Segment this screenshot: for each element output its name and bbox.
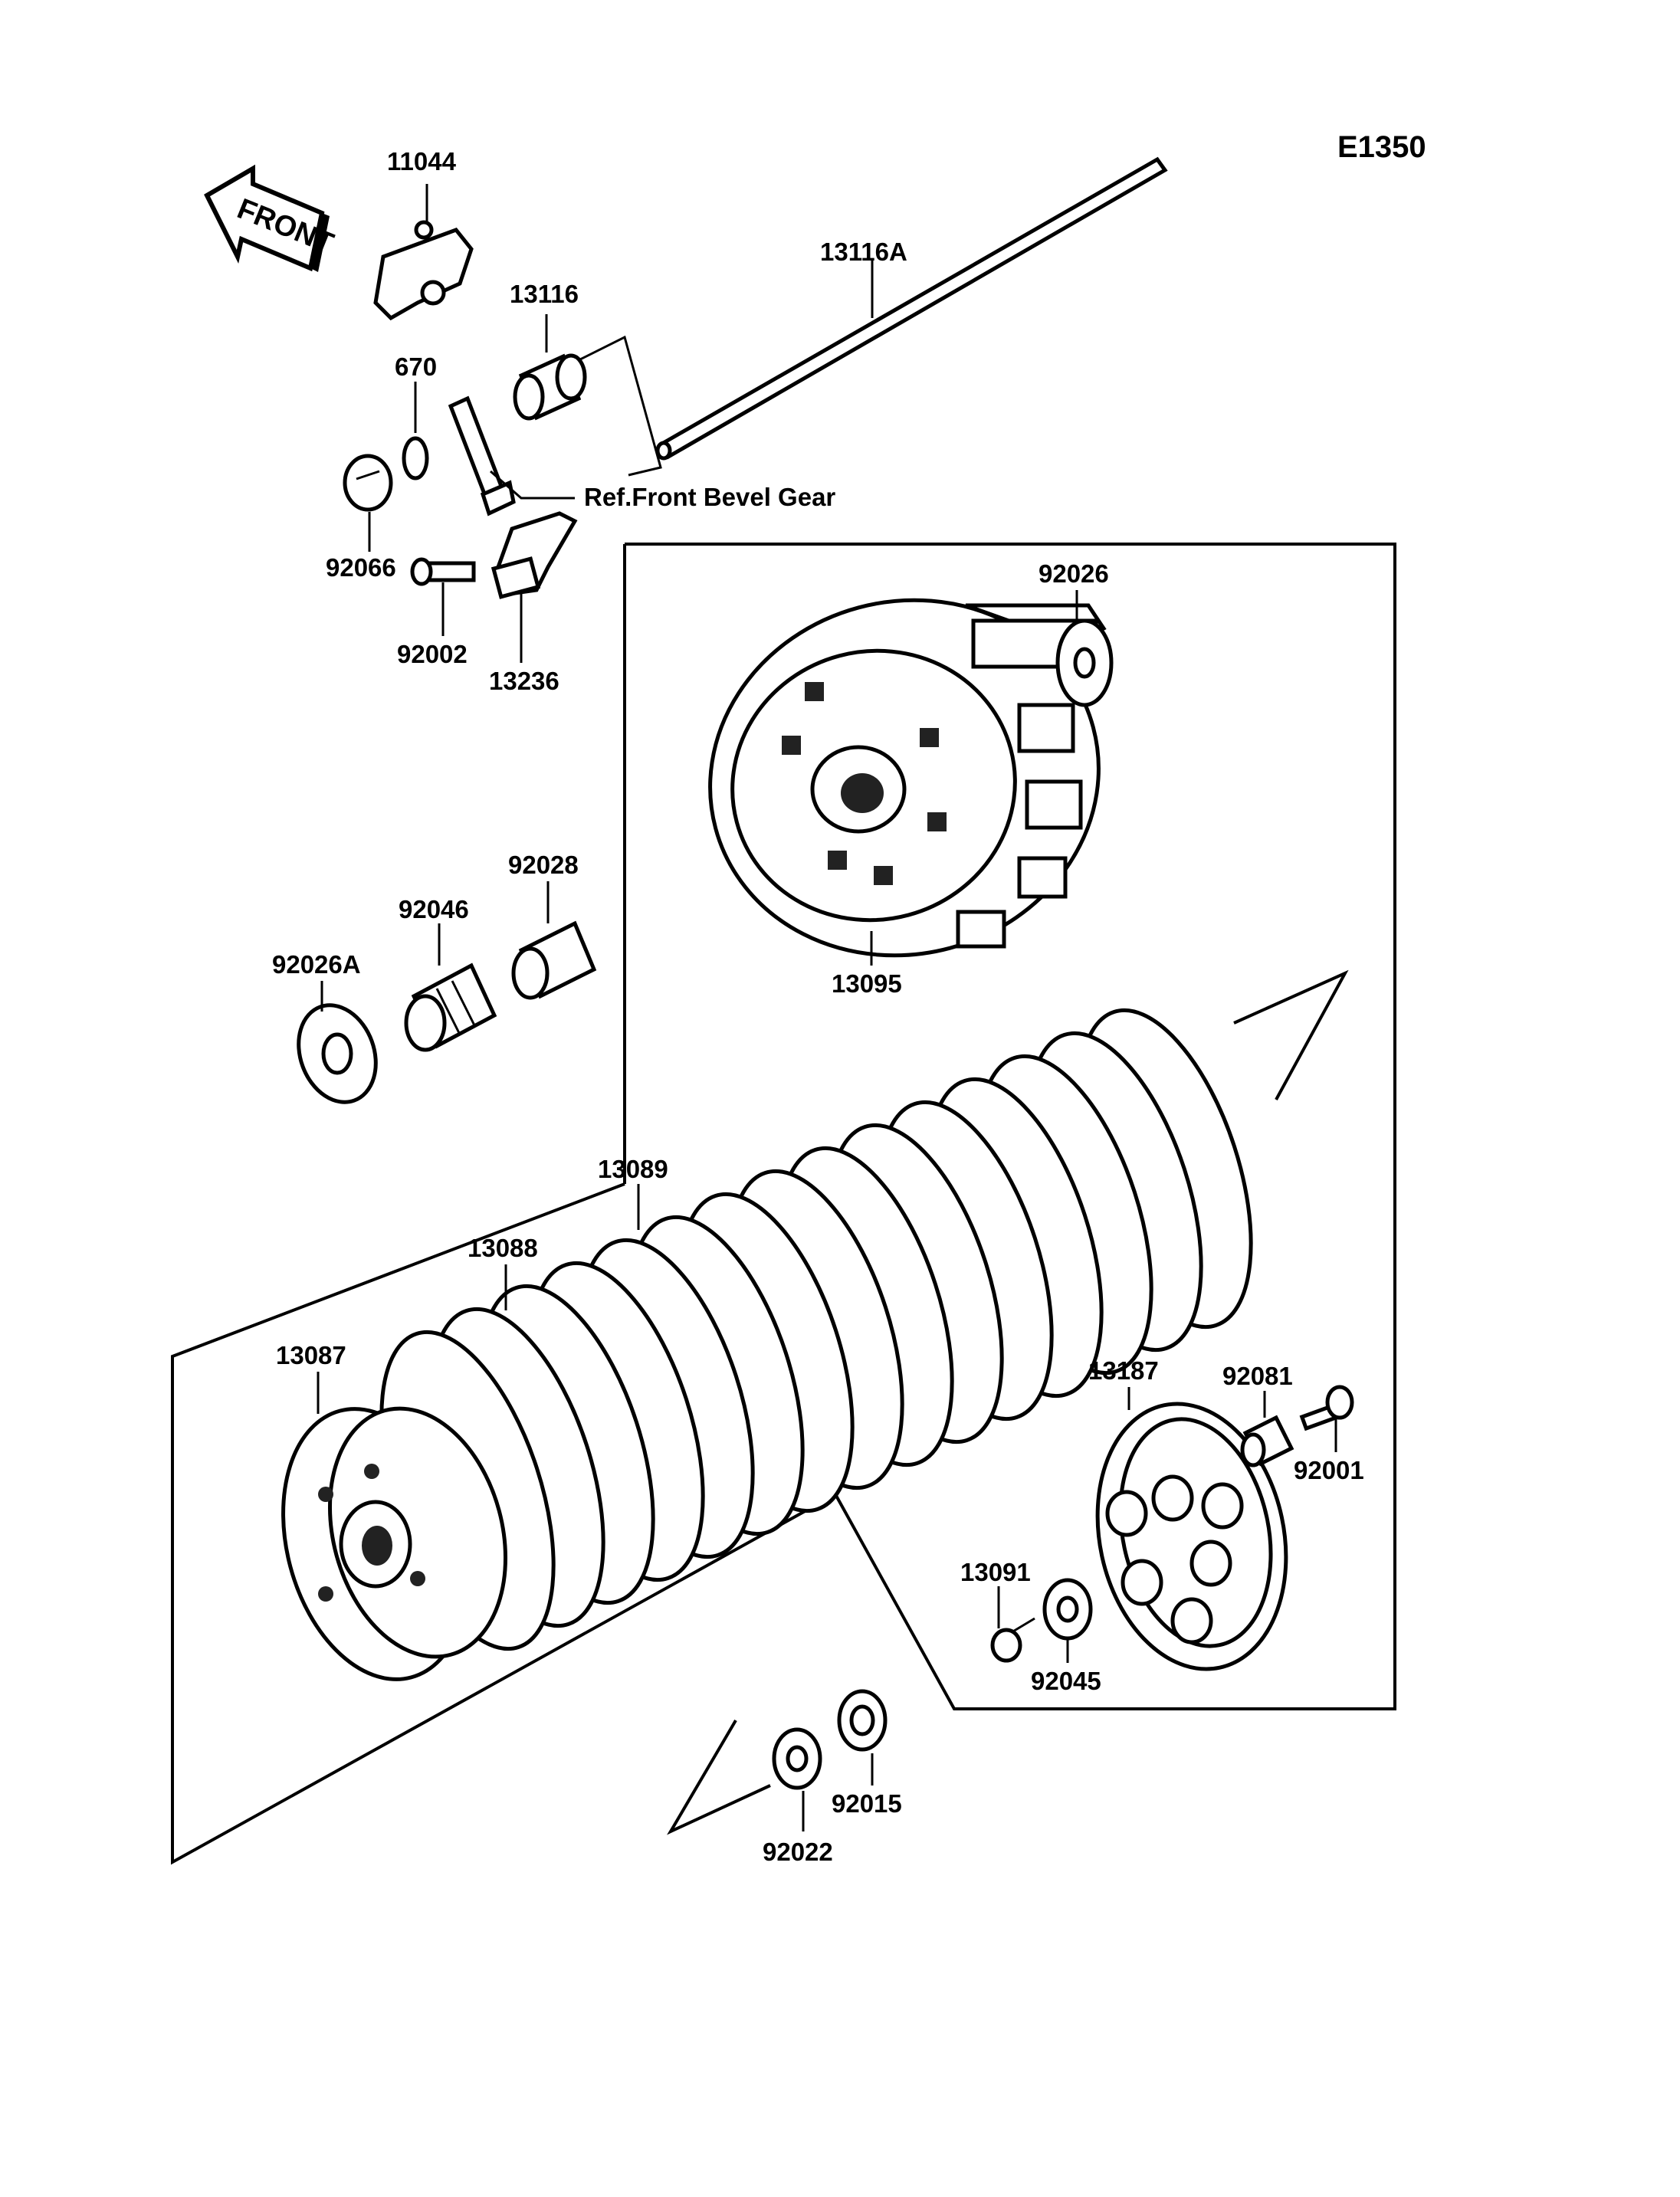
clutch-plate-stack — [379, 1008, 1253, 1651]
part-92001 — [1299, 1385, 1354, 1431]
part-92026A — [297, 1003, 378, 1104]
part-670 — [402, 436, 429, 480]
part-13236 — [491, 511, 578, 599]
part-13087 — [281, 1406, 508, 1681]
part-13187 — [1095, 1402, 1288, 1671]
part-13116 — [513, 353, 587, 421]
page-code: E1350 — [1337, 130, 1426, 164]
label-13116: 13116 — [510, 280, 579, 308]
label-92028: 92028 — [508, 851, 579, 879]
label-11044: 11044 — [387, 147, 457, 175]
label-13095: 13095 — [832, 969, 902, 998]
break-mark-lower — [667, 1719, 771, 1835]
part-92002 — [410, 557, 476, 586]
leader-ref-bevel — [490, 470, 575, 500]
label-92022: 92022 — [763, 1838, 833, 1866]
label-92066: 92066 — [326, 553, 396, 582]
break-mark-upper — [1233, 969, 1349, 1100]
part-92028 — [511, 920, 597, 1000]
part-11044 — [373, 220, 474, 321]
label-13091: 13091 — [960, 1558, 1031, 1586]
part-13091 — [990, 1617, 1035, 1663]
label-92002: 92002 — [397, 640, 468, 668]
part-92046 — [404, 962, 497, 1052]
label-92026A: 92026A — [272, 950, 361, 979]
label-92045: 92045 — [1031, 1667, 1101, 1695]
part-92026 — [1055, 618, 1114, 707]
label-92001: 92001 — [1294, 1456, 1364, 1484]
part-92066 — [343, 454, 393, 512]
part-92045 — [1042, 1578, 1093, 1641]
part-92081 — [1240, 1415, 1294, 1467]
front-arrow-icon: FRONT — [204, 164, 338, 272]
part-13116A — [655, 156, 1168, 461]
label-92026: 92026 — [1039, 559, 1109, 588]
label-92046: 92046 — [399, 895, 469, 923]
label-13116A: 13116A — [820, 238, 907, 266]
part-92015 — [837, 1689, 888, 1752]
leader-13116-shaft — [578, 335, 662, 477]
box-upper — [625, 543, 1396, 1226]
label-ref-front-bevel-gear: Ref.Front Bevel Gear — [584, 483, 835, 511]
part-92022 — [772, 1727, 822, 1790]
part-13095 — [708, 598, 1107, 958]
label-92015: 92015 — [832, 1789, 902, 1818]
label-13089: 13089 — [598, 1155, 668, 1183]
label-92081: 92081 — [1222, 1362, 1293, 1390]
label-13088: 13088 — [468, 1234, 538, 1262]
label-13236: 13236 — [489, 667, 559, 695]
part-bevel-shaft — [448, 395, 516, 516]
label-13187: 13187 — [1088, 1356, 1159, 1385]
label-670: 670 — [395, 353, 437, 381]
label-13087: 13087 — [276, 1341, 346, 1369]
